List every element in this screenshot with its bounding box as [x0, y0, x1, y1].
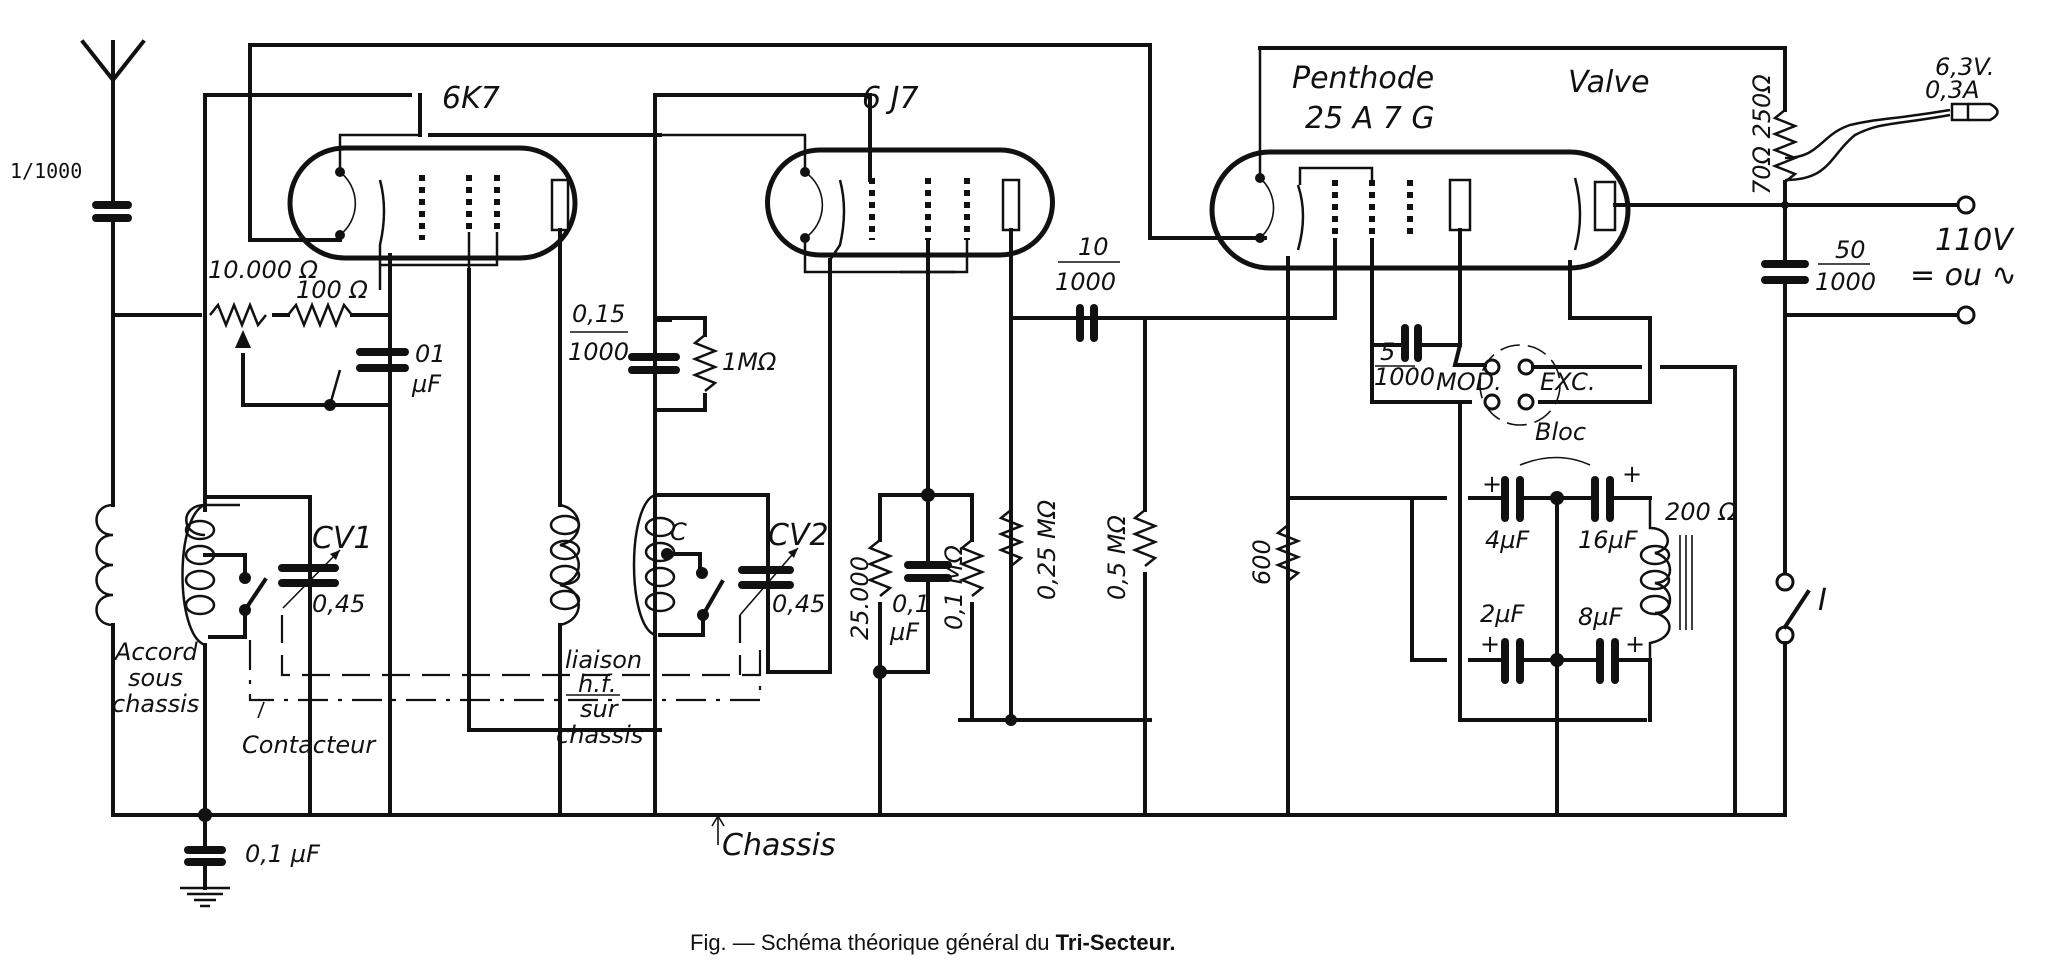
antenna-icon [80, 39, 146, 507]
choke-label: 200 Ω [1665, 498, 1737, 526]
c10-den: 1000 [1055, 268, 1116, 296]
plus-8uf: + [1625, 630, 1645, 658]
mains-terminal-1[interactable] [1956, 195, 1976, 215]
c8uf-label: 8µF [1578, 603, 1624, 631]
caption-title: Tri-Secteur [1056, 930, 1171, 955]
mains-terminal-2[interactable] [1956, 305, 1976, 325]
cv1-variable-capacitor-icon [278, 549, 341, 609]
liaison-note-4: chassis [556, 721, 643, 749]
heater-resistor-label: 70Ω 250Ω [1748, 74, 1776, 195]
liaison-note-1: liaison [565, 646, 642, 674]
tube-out-label-1b: Valve [1568, 65, 1650, 100]
r05m-label: 0,5 MΩ [1103, 514, 1131, 600]
c50-num: 50 [1835, 236, 1866, 264]
r100-label: 100 Ω [296, 276, 368, 304]
caption-prefix: Fig. — Schéma théorique général du [690, 930, 1056, 955]
mains-voltage: 110V [1935, 223, 2015, 258]
mod-label: MOD. [1436, 368, 1502, 396]
coil-tap-label: C [670, 518, 687, 546]
speaker-socket-icon [1458, 344, 1737, 817]
c01a-unit: µF [411, 370, 442, 398]
accord-note-2: sous [128, 664, 183, 692]
potentiometer-icon [209, 301, 392, 411]
c01a-label: 01 [415, 340, 446, 368]
ground-cap-label: 0,1 µF [245, 840, 321, 868]
antenna-coil-icon [95, 503, 115, 817]
caption-suffix: . [1169, 930, 1175, 955]
r25000-label: 25.000 [846, 556, 874, 640]
switch-label: I [1818, 583, 1827, 618]
r01m-label: 0,1 MΩ [940, 544, 968, 630]
accord-note-3: chassis [112, 690, 199, 718]
liaison-note-3: sur [580, 695, 620, 723]
interstage-coil-icon [549, 503, 581, 817]
choke-icon [1639, 498, 1693, 660]
c4uf-label: 4µF [1485, 526, 1531, 554]
liaison-note-2: h.f. [578, 670, 617, 698]
c5-den: 1000 [1374, 363, 1435, 391]
c2uf-label: 2µF [1480, 600, 1526, 628]
lamp-voltage: 6,3V. [1935, 53, 1994, 81]
plus-4uf: + [1482, 470, 1502, 498]
r025m-label: 0,25 MΩ [1033, 499, 1061, 600]
plus-2uf: + [1480, 630, 1500, 658]
exc-label: EXC. [1540, 368, 1596, 396]
cv1-label: CV1 [312, 521, 373, 556]
c5-num: 5 [1380, 338, 1395, 366]
tube-out-label-2: 25 A 7 G [1305, 101, 1435, 136]
rf-coil-icon [181, 495, 312, 817]
plus-16uf: + [1622, 460, 1642, 488]
r600-label: 600 [1248, 539, 1276, 585]
c015-num: 0,15 [572, 300, 625, 328]
c16uf-label: 16µF [1578, 526, 1639, 554]
c10-num: 10 [1078, 233, 1109, 261]
chassis-note: Chassis [722, 828, 836, 863]
c50-den: 1000 [1815, 268, 1876, 296]
pilot-lamp-icon [1784, 102, 1999, 182]
mains-type: = ou ∿ [1910, 258, 2017, 293]
power-switch-icon[interactable] [1775, 572, 1811, 814]
cv2-value: 0,45 [772, 590, 825, 618]
ground-icon [180, 886, 230, 908]
antenna-cap-label: 1/1000 [10, 159, 82, 183]
bloc-label: Bloc [1535, 418, 1586, 446]
tube-6k7-icon [287, 93, 662, 507]
pot-label: 10.000 Ω [208, 256, 319, 284]
tube-out-label-1: Penthode [1292, 61, 1434, 96]
tube-6j7-icon [660, 133, 1055, 274]
tube-6k7-label: 6K7 [442, 81, 500, 116]
cv1-value: 0,45 [312, 590, 365, 618]
c01b-label: 0,1 [892, 590, 930, 618]
cv2-label: CV2 [768, 518, 829, 553]
r1m-label: 1MΩ [722, 348, 777, 376]
c01b-unit: µF [889, 618, 920, 646]
lamp-current: 0,3A [1925, 76, 1980, 104]
figure-caption: Fig. — Schéma théorique général du Tri-S… [690, 930, 1176, 955]
c015-den: 1000 [568, 338, 629, 366]
tube-6j7-label: 6 J7 [862, 81, 919, 116]
accord-note-1: Accord [113, 638, 198, 666]
